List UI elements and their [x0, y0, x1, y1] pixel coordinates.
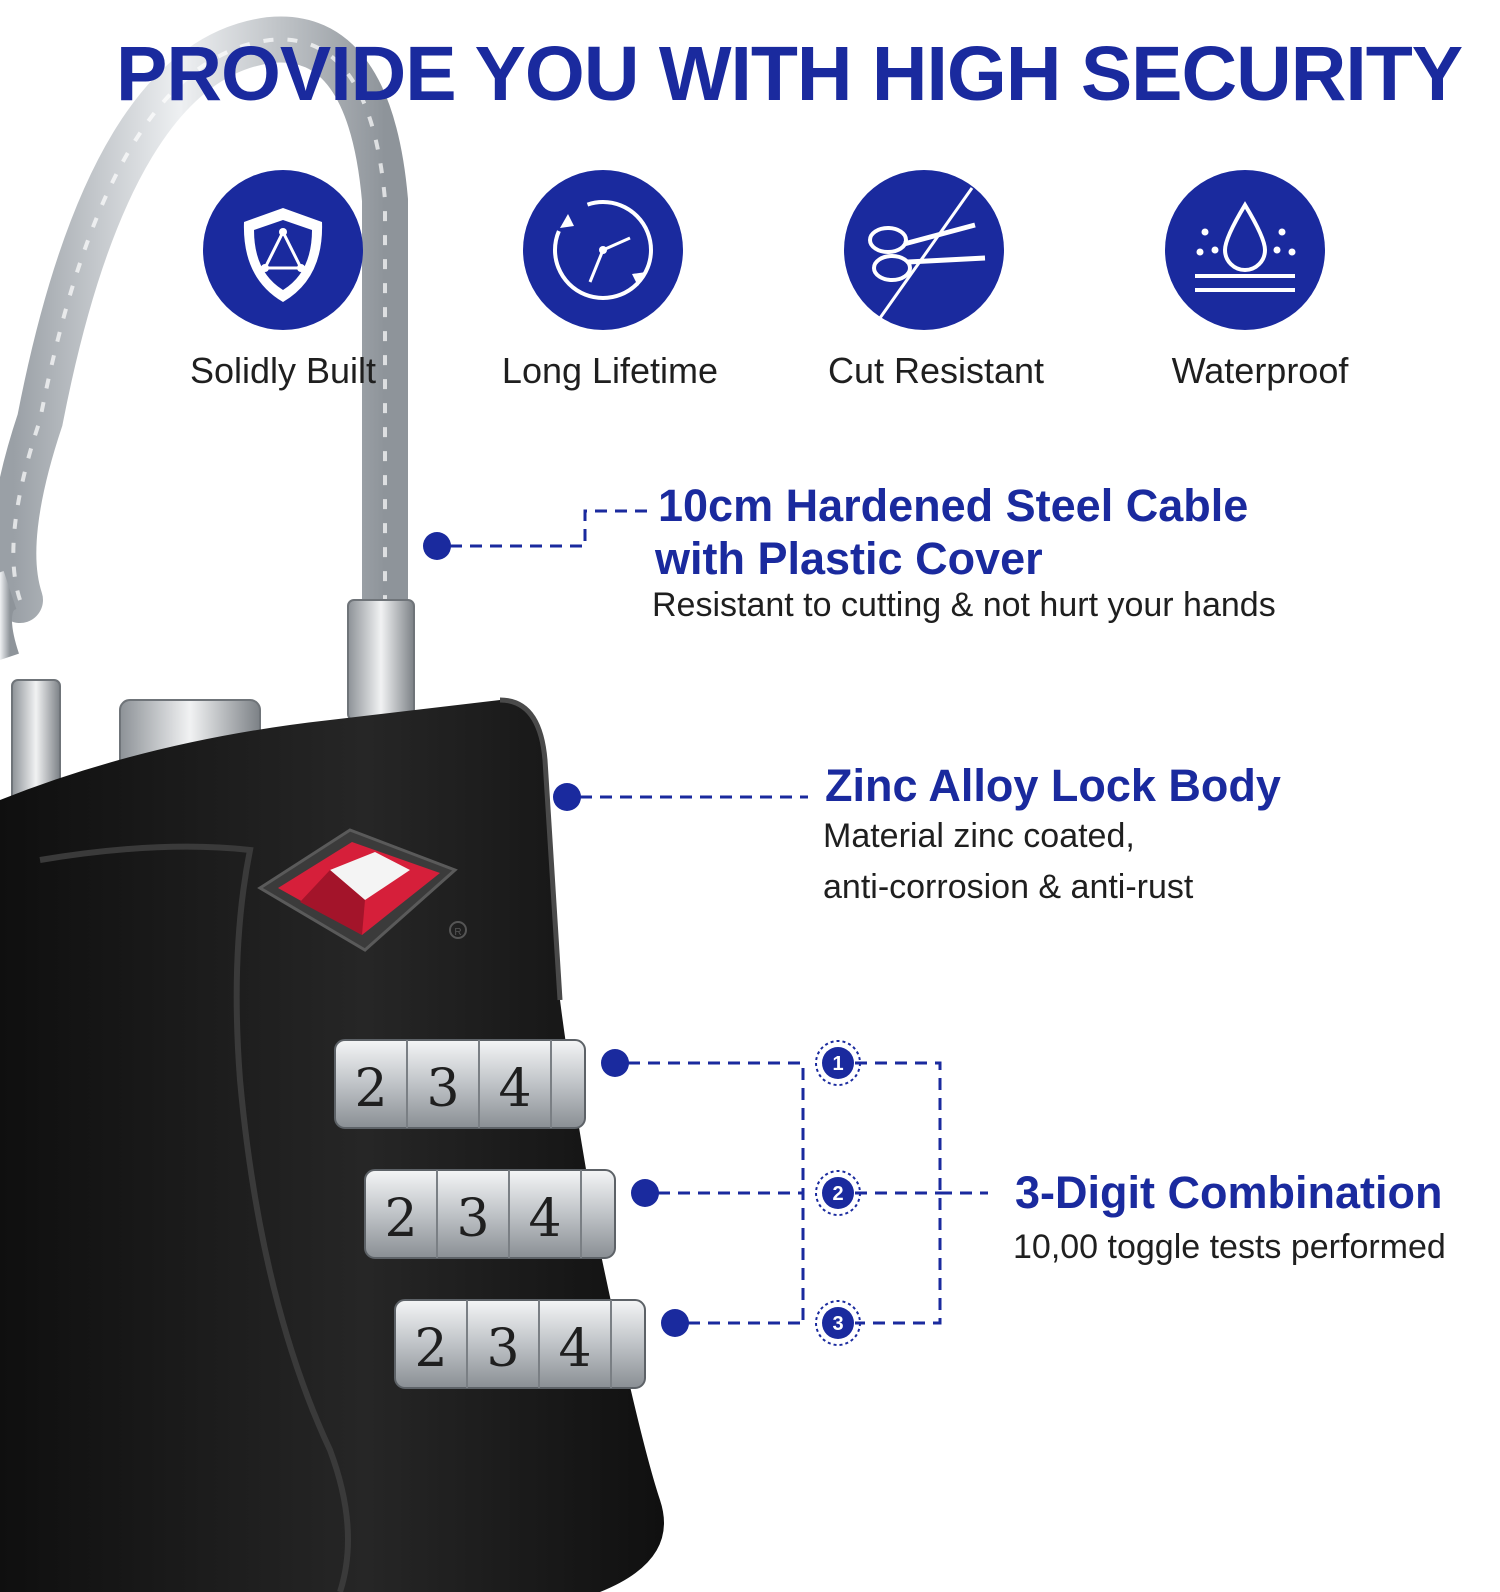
dial-1-digit-3: 4: [498, 1059, 531, 1119]
callout-dots: [423, 532, 689, 1337]
feature-label-solidly-built: Solidly Built: [189, 350, 377, 391]
clock-icon: [523, 170, 683, 330]
dial-3-digit-2: 3: [486, 1319, 519, 1379]
cable-callout-title-line2: with Plastic Cover: [655, 533, 1043, 584]
body-marker-dot: [553, 783, 581, 811]
water-drop-icon: [1165, 170, 1325, 330]
dial-3-digit-3: 4: [558, 1319, 591, 1379]
steel-cable: [0, 16, 408, 660]
cable-callout-title-line1: 10cm Hardened Steel Cable: [658, 480, 1249, 531]
feature-label-cut-resistant: Cut Resistant: [827, 350, 1045, 391]
dial-2-marker-dot: [631, 1179, 659, 1207]
dial-2-digit-1: 2: [384, 1189, 417, 1249]
cable-callout-desc: Resistant to cutting & not hurt your han…: [652, 586, 1276, 624]
body-callout-title: Zinc Alloy Lock Body: [825, 760, 1281, 811]
dial-2-digit-2: 3: [456, 1189, 489, 1249]
combination-callout-desc: 10,00 toggle tests performed: [1013, 1228, 1446, 1266]
tsa-logo: R: [257, 828, 467, 952]
dial-3-digit-1: 2: [414, 1319, 447, 1379]
dial-3-marker-dot: [661, 1309, 689, 1337]
registered-mark: R: [454, 927, 461, 938]
dial-1-marker-dot: [601, 1049, 629, 1077]
lock-body: [0, 697, 664, 1592]
badge-1: 1: [815, 1040, 861, 1086]
callout-leaders: [430, 509, 988, 1325]
dial-number-badges: 1 2 3: [815, 1040, 861, 1346]
badge-2: 2: [815, 1170, 861, 1216]
svg-text:1: 1: [832, 1053, 843, 1075]
feature-icons: [203, 170, 1325, 330]
dial-1-digit-2: 3: [426, 1059, 459, 1119]
body-callout-desc-line1: Material zinc coated,: [823, 817, 1135, 855]
badge-3: 3: [815, 1300, 861, 1346]
combination-callout-title: 3-Digit Combination: [1015, 1167, 1443, 1218]
feature-label-long-lifetime: Long Lifetime: [501, 350, 719, 391]
cable-marker-dot: [423, 532, 451, 560]
feature-label-waterproof: Waterproof: [1171, 350, 1349, 391]
svg-text:3: 3: [832, 1313, 843, 1335]
page-headline: PROVIDE YOU WITH HIGH SECURITY: [116, 31, 1463, 117]
dial-2-digit-3: 4: [528, 1189, 561, 1249]
dial-1-digit-1: 2: [354, 1059, 387, 1119]
svg-text:2: 2: [832, 1183, 843, 1205]
body-callout-desc-line2: anti-corrosion & anti-rust: [823, 868, 1194, 906]
shield-triangle-icon: [203, 170, 363, 330]
scissors-icon: [844, 170, 1004, 330]
